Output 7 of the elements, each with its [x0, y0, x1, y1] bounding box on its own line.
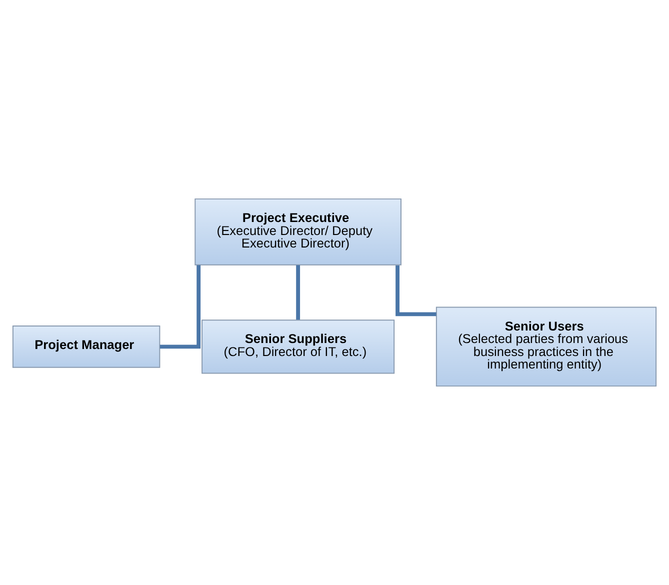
node-box: Senior Users (Selected parties from various business practices in the implementing entity)	[436, 306, 657, 387]
node-box: Senior Suppliers (CFO, Director of IT, etc.)	[202, 320, 395, 374]
connector	[296, 265, 300, 320]
node-box: Project Manager	[12, 326, 160, 368]
connector	[396, 265, 436, 316]
node-box: Project Executive (Executive Director/ Deputy Executive Director)	[194, 198, 402, 266]
connector	[160, 265, 201, 349]
